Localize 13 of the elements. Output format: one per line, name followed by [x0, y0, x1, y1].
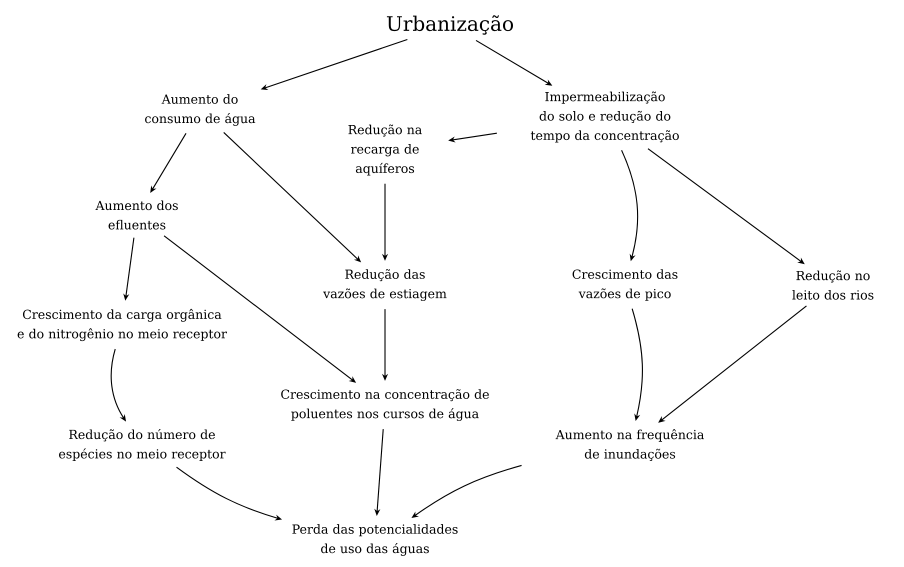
node-text: Aumento dos efluentes [95, 200, 178, 230]
node-text: Impermeabilização do solo e redução do tempo da concentração [530, 91, 679, 143]
node-text: Redução das vazões de estiagem [323, 269, 447, 301]
node-text: Crescimento das vazões de pico [572, 269, 678, 301]
node-text: Redução na recarga de aquíferos [348, 124, 422, 176]
node-text: Aumento do consumo de água [145, 94, 256, 126]
node-text: Perda das potencialidades de uso das águas [292, 524, 458, 556]
node-text: Crescimento da carga orgânica e do nitrogênio no meio receptor [18, 308, 227, 342]
title-text: Urbanização [386, 15, 513, 35]
node-text: Aumento na frequência de inundações [556, 429, 704, 461]
node-text: Redução do número de espécies no meio receptor [59, 429, 226, 461]
node-text: Redução no leito dos rios [792, 270, 874, 300]
node-text: Crescimento na concentração de poluentes nos cursos de água [281, 389, 489, 421]
